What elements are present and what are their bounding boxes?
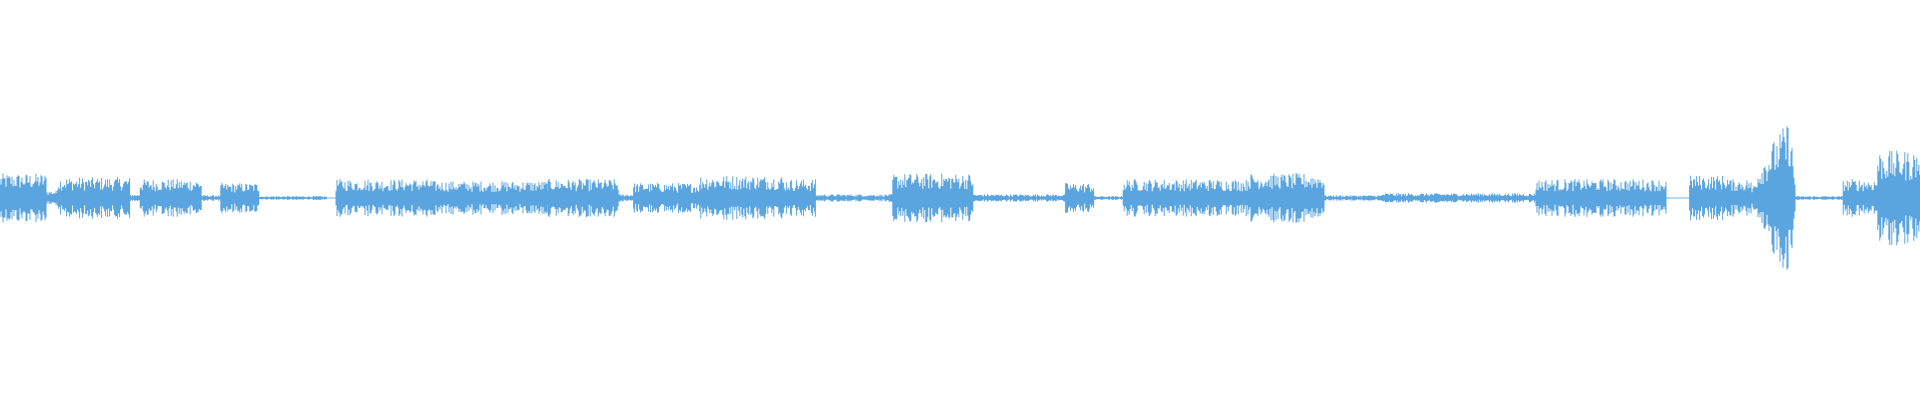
waveform-segment bbox=[1535, 179, 1667, 217]
waveform-segment bbox=[1666, 197, 1691, 199]
waveform-segment bbox=[546, 179, 619, 217]
waveform-segment bbox=[258, 196, 327, 200]
waveform-segment bbox=[45, 190, 58, 206]
waveform-segment bbox=[201, 195, 222, 201]
waveform-segment bbox=[335, 179, 432, 217]
waveform-segment bbox=[815, 194, 893, 202]
waveform-segment bbox=[325, 197, 336, 199]
waveform-segment bbox=[1122, 179, 1248, 217]
waveform-segment bbox=[782, 179, 816, 217]
waveform-segment bbox=[0, 173, 47, 223]
waveform-segment bbox=[431, 181, 548, 215]
waveform-segment bbox=[1689, 175, 1729, 221]
waveform-segment bbox=[1381, 193, 1536, 203]
waveform-segment bbox=[139, 179, 202, 217]
waveform-segment bbox=[1065, 183, 1095, 213]
waveform-segment bbox=[892, 173, 974, 223]
waveform-segment bbox=[700, 176, 784, 220]
waveform-segment bbox=[130, 195, 141, 201]
waveform-segment bbox=[220, 182, 260, 214]
waveform-segment bbox=[633, 183, 702, 213]
waveform-segment bbox=[1727, 179, 1752, 217]
waveform-segment bbox=[617, 194, 634, 202]
waveform-segment bbox=[1794, 196, 1843, 200]
waveform-segment bbox=[1093, 196, 1123, 200]
waveform-segment bbox=[1247, 173, 1325, 223]
waveform-segment bbox=[57, 177, 131, 219]
waveform-segment bbox=[1324, 195, 1383, 201]
waveform-segment bbox=[1750, 126, 1796, 270]
waveform-segment bbox=[972, 194, 1066, 202]
waveform-segment bbox=[1842, 179, 1878, 217]
waveform-segment bbox=[1877, 150, 1920, 246]
